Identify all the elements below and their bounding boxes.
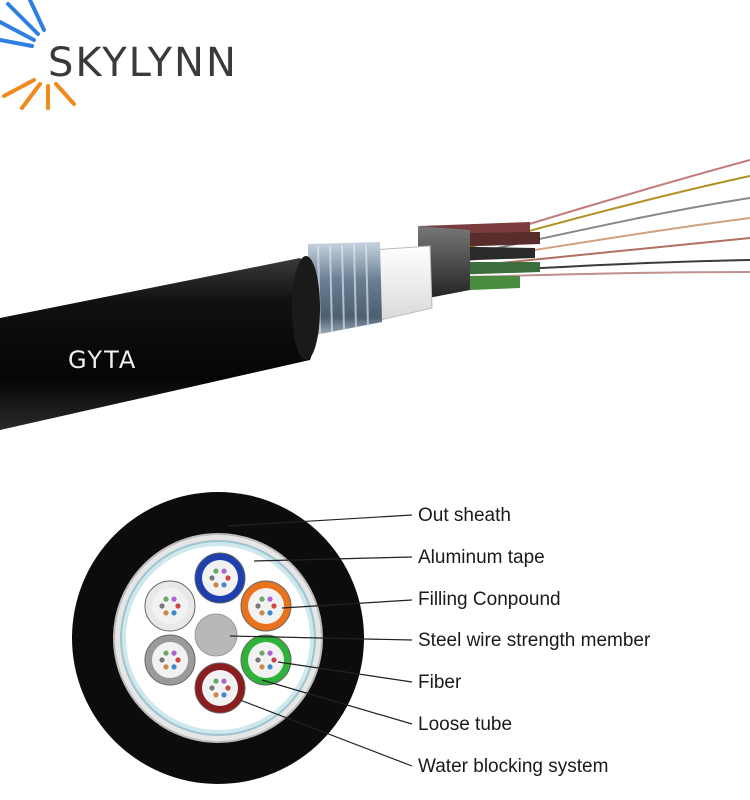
loose-tube-gel bbox=[248, 642, 284, 678]
label-steel-wire: Steel wire strength member bbox=[418, 630, 651, 651]
fiber bbox=[221, 678, 227, 684]
fiber bbox=[175, 603, 181, 609]
outer-sheath bbox=[0, 258, 317, 430]
fiber bbox=[171, 650, 177, 656]
fiber bbox=[267, 664, 273, 670]
fiber bbox=[271, 603, 277, 609]
brand-logo: SKYLYNN bbox=[48, 40, 238, 86]
loose-tube-gel bbox=[202, 670, 238, 706]
fiber bbox=[163, 650, 169, 656]
fiber bbox=[267, 596, 273, 602]
fiber bbox=[213, 582, 219, 588]
fiber bbox=[255, 603, 261, 609]
fiber bbox=[209, 575, 215, 581]
fiber bbox=[171, 596, 177, 602]
label-water-blocking: Water blocking system bbox=[418, 756, 609, 777]
loose-tube-gel bbox=[248, 588, 284, 624]
fiber bbox=[159, 657, 165, 663]
fiber bbox=[225, 575, 231, 581]
steel-wire-strength-member bbox=[194, 613, 238, 657]
loose-tube-gel bbox=[152, 588, 188, 624]
fiber bbox=[267, 610, 273, 616]
fiber bbox=[213, 692, 219, 698]
loose-tube-gel bbox=[152, 642, 188, 678]
fiber bbox=[221, 692, 227, 698]
leader-lines bbox=[227, 514, 413, 767]
fiber bbox=[255, 657, 261, 663]
logo-burst-icon bbox=[0, 0, 76, 110]
label-fiber: Fiber bbox=[418, 672, 462, 693]
fiber bbox=[259, 610, 265, 616]
fiber bbox=[259, 650, 265, 656]
fiber bbox=[259, 596, 265, 602]
label-aluminum-tape: Aluminum tape bbox=[418, 547, 545, 568]
fiber bbox=[163, 596, 169, 602]
label-filling-compound: Filling Conpound bbox=[418, 589, 561, 610]
fiber bbox=[213, 678, 219, 684]
cable-print-text: GYTA bbox=[68, 346, 137, 374]
fiber bbox=[171, 610, 177, 616]
fiber bbox=[259, 664, 265, 670]
aluminum-armor bbox=[308, 242, 382, 336]
fiber bbox=[175, 657, 181, 663]
fiber bbox=[221, 568, 227, 574]
fiber bbox=[213, 568, 219, 574]
loose-tube-gel bbox=[202, 560, 238, 596]
loose-tubes bbox=[144, 552, 292, 714]
fiber bbox=[225, 685, 231, 691]
fiber bbox=[171, 664, 177, 670]
cable-illustration: GYTA bbox=[0, 159, 750, 430]
label-loose-tube: Loose tube bbox=[418, 714, 513, 735]
fiber bbox=[267, 650, 273, 656]
fiber bbox=[163, 610, 169, 616]
fiber bbox=[271, 657, 277, 663]
label-out-sheath: Out sheath bbox=[418, 505, 511, 526]
fiber bbox=[221, 582, 227, 588]
fiber bbox=[209, 685, 215, 691]
fiber bbox=[159, 603, 165, 609]
fiber bbox=[163, 664, 169, 670]
